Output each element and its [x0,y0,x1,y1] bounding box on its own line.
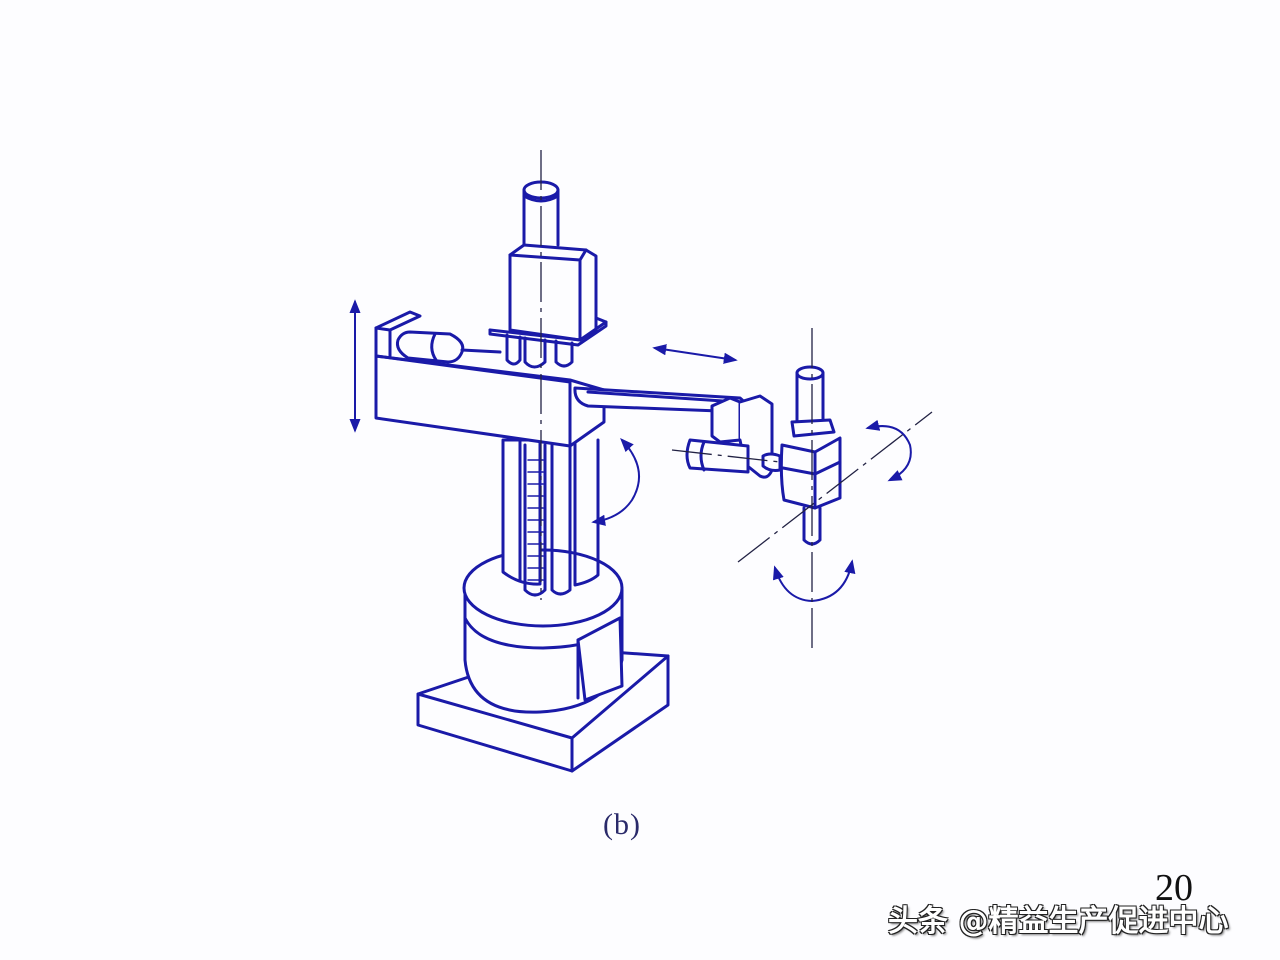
end-effector [779,365,842,546]
figure-caption: (b) [603,808,641,841]
horizontal-extend-arrow [652,344,738,364]
watermark-text: 头条 @精益生产促进中心 [888,904,1229,939]
vertical-column [501,438,600,597]
axis-lines [540,150,933,650]
top-motor-box [488,180,608,369]
wrist-pitch-arrow [865,419,912,482]
wrist-roll-arrow [773,559,856,602]
page-number: 20 [1155,867,1193,909]
wrist-bracket [685,394,782,479]
column-rotation-arrow [591,437,640,526]
base-cylinder [462,548,624,714]
rear-motor-cylinder [396,330,502,364]
base-side-box [576,616,624,702]
